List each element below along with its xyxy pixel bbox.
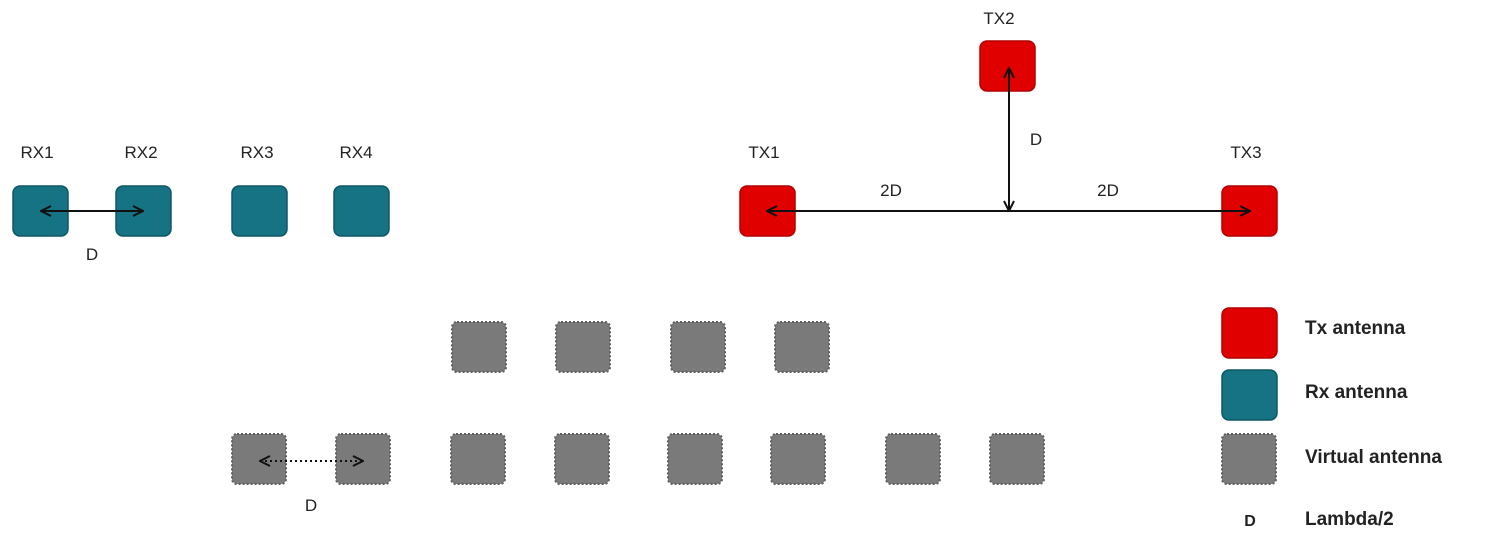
- tx-array: TX1 TX2 TX3 D 2D 2D: [739, 9, 1278, 237]
- rx4-antenna: [333, 185, 390, 237]
- rx3-antenna: [231, 185, 288, 237]
- virtual-antenna: [335, 433, 391, 485]
- virtual-antenna: [989, 433, 1045, 485]
- virtual-spacing-label: D: [305, 496, 317, 515]
- tx2-label: TX2: [983, 9, 1014, 28]
- virtual-antenna: [231, 433, 287, 485]
- tx2-antenna: [979, 40, 1036, 92]
- tx-right-spacing-label: 2D: [1097, 181, 1119, 200]
- legend-tx-swatch: [1221, 307, 1278, 359]
- virtual-antenna: [774, 321, 830, 373]
- tx-vertical-label: D: [1030, 130, 1042, 149]
- legend-d-meaning: Lambda/2: [1305, 509, 1394, 530]
- virtual-antenna: [885, 433, 941, 485]
- legend-virtual-label: Virtual antenna: [1305, 447, 1442, 468]
- rx2-label: RX2: [124, 143, 157, 162]
- virtual-antenna: [555, 321, 611, 373]
- legend: Tx antenna Rx antenna Virtual antenna D …: [1221, 307, 1442, 530]
- tx-left-spacing-label: 2D: [880, 181, 902, 200]
- virtual-array: D: [231, 321, 1045, 515]
- rx1-label: RX1: [20, 143, 53, 162]
- rx-array: RX1 RX2 RX3 RX4 D: [12, 143, 390, 264]
- legend-rx-label: Rx antenna: [1305, 382, 1408, 403]
- tx1-label: TX1: [748, 143, 779, 162]
- legend-virtual-swatch: [1221, 433, 1277, 485]
- virtual-antenna: [667, 433, 723, 485]
- tx3-label: TX3: [1230, 143, 1261, 162]
- virtual-antenna: [451, 321, 507, 373]
- legend-rx-swatch: [1221, 369, 1278, 421]
- virtual-antenna: [670, 321, 726, 373]
- legend-tx-label: Tx antenna: [1305, 318, 1406, 339]
- rx4-label: RX4: [339, 143, 372, 162]
- legend-d-symbol: D: [1244, 513, 1256, 530]
- virtual-antenna: [554, 433, 610, 485]
- virtual-antenna: [450, 433, 506, 485]
- virtual-antenna: [770, 433, 826, 485]
- rx3-label: RX3: [240, 143, 273, 162]
- rx-spacing-label: D: [86, 245, 98, 264]
